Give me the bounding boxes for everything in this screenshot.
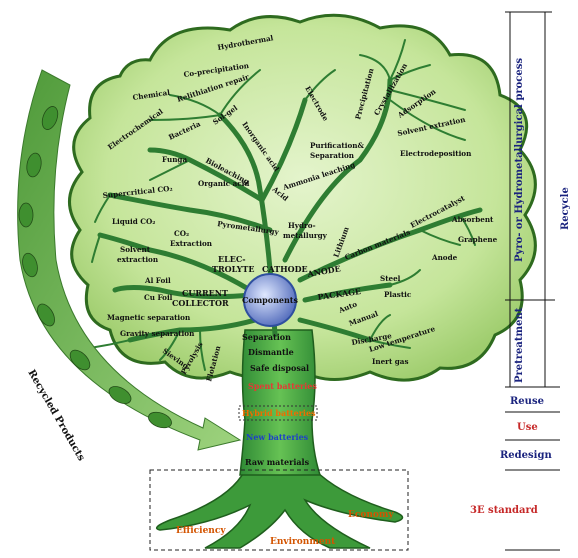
label-new-batteries: New batteries: [246, 432, 309, 442]
label-separation: Separation: [310, 151, 355, 160]
label-hybrid-batteries: Hybrid batteries: [242, 408, 316, 418]
label-hydro: Hydro-: [288, 221, 316, 230]
label-organic-acid: Organic acid: [198, 179, 249, 188]
label-gravity-separation: Gravity separation: [120, 329, 195, 338]
label-safe-disposal: Safe disposal: [250, 363, 309, 373]
label-cathode: CATHODE: [262, 264, 308, 274]
label-co2: CO₂: [174, 229, 189, 238]
label-al-foil: Al Foil: [144, 276, 171, 285]
label-graphene: Graphene: [458, 235, 498, 244]
label-anode-product: Anode: [431, 253, 458, 262]
label-redesign: Redesign: [500, 450, 552, 461]
label-metallurgy: metallurgy: [283, 231, 328, 240]
label-inert-gas: Inert gas: [372, 357, 409, 366]
tree-canopy: [69, 15, 535, 380]
label-trolyte: TROLYTE: [212, 264, 254, 274]
recycled-products-label: Recycled Products: [25, 368, 86, 463]
label-extraction: Extraction: [170, 239, 213, 248]
label-cu-foil: Cu Foil: [144, 293, 173, 302]
label-economy: Economy: [348, 510, 394, 520]
label-recycle: Recycle: [560, 187, 571, 230]
label-dismantle: Dismantle: [248, 347, 294, 357]
label-funga: Funga: [162, 155, 187, 164]
label-extraction-2: extraction: [117, 255, 159, 264]
label-use: Use: [517, 422, 538, 433]
label-elec: ELEC-: [218, 254, 246, 264]
label-steel: Steel: [380, 274, 401, 283]
label-spent-batteries: Spent batteries: [248, 381, 317, 391]
label-separation-trunk: Separation: [242, 332, 291, 342]
label-collector: COLLECTOR: [172, 298, 229, 308]
label-reuse: Reuse: [510, 396, 544, 407]
label-liquid-co2: Liquid CO₂: [112, 217, 155, 226]
label-3e-standard: 3E standard: [470, 505, 538, 516]
label-efficiency: Efficiency: [176, 526, 226, 536]
center-label: Components: [242, 295, 299, 305]
label-raw-materials: Raw materials: [245, 457, 310, 467]
label-environment: Environment: [270, 537, 336, 547]
label-absorbent: Absorbent: [451, 215, 494, 224]
label-pyro-hydro: Pyro- or Hydrometallurgical process: [514, 58, 525, 262]
label-pretreatment: Pretreatment: [514, 307, 525, 383]
label-solvent: Solvent: [120, 245, 151, 254]
label-electrodeposition: Electrodeposition: [400, 149, 472, 158]
label-purification: Purification&: [310, 141, 364, 150]
label-current: CURRENT: [182, 288, 228, 298]
label-magnetic-separation: Magnetic separation: [107, 313, 191, 322]
label-plastic: Plastic: [384, 290, 412, 299]
